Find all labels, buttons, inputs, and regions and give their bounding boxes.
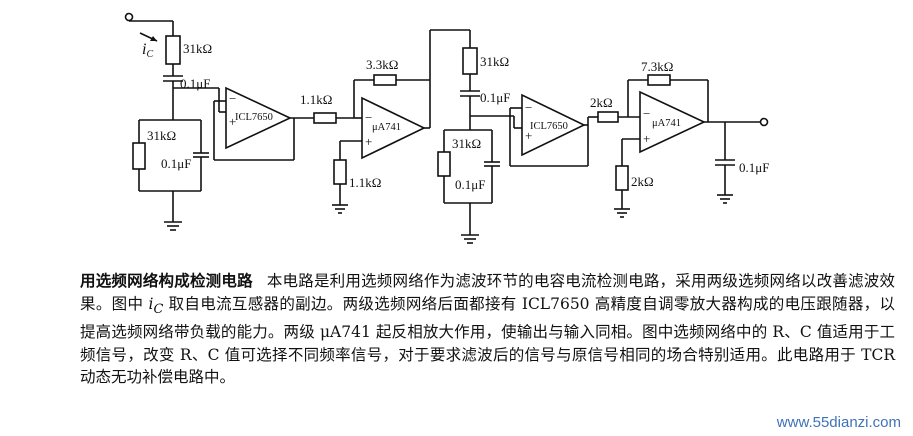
resistor-r-gnd1 — [333, 159, 347, 185]
svg-text:−: − — [229, 91, 236, 106]
label-r-shunt1: 31kΩ — [147, 128, 176, 143]
input-network-2: 31kΩ 0.1μF 31kΩ 0.1μF — [437, 47, 522, 244]
caption-title: 用选频网络构成检测电路 — [80, 272, 253, 290]
resistor-r-shunt2 — [437, 151, 451, 177]
resistor-r-top2 — [462, 47, 478, 75]
svg-text:−: − — [525, 100, 532, 115]
label-c-shunt1: 0.1μF — [161, 156, 191, 171]
resistor-r-in2 — [597, 111, 619, 123]
resistor-r-fb2 — [647, 74, 671, 86]
label-op1: ICL7650 — [235, 112, 273, 123]
interstage-wire — [429, 29, 471, 80]
resistor-r-gnd2 — [615, 165, 629, 191]
label-r-in1: 1.1kΩ — [300, 92, 332, 107]
svg-text:−: − — [365, 110, 372, 125]
resistor-r-in1 — [313, 112, 337, 124]
label-r-in2: 2kΩ — [590, 95, 613, 110]
caption-ic: iC — [148, 294, 164, 317]
label-r-top2: 31kΩ — [480, 54, 509, 69]
watermark: www.55dianzi.com — [776, 414, 901, 431]
label-r-fb2: 7.3kΩ — [641, 59, 673, 74]
label-r-top1: 31kΩ — [183, 41, 212, 56]
label-r-shunt2: 31kΩ — [452, 136, 481, 151]
input-network-1: iC 31kΩ 0.1μF 31kΩ 0.1μF — [124, 12, 232, 231]
svg-text:+: + — [229, 114, 236, 129]
resistor-r-fb1 — [373, 74, 397, 86]
label-op4: μA741 — [652, 118, 681, 129]
inverting-stage-1: 1.1kΩ 3.3kΩ − + μA741 1.1kΩ — [300, 57, 431, 214]
label-r-fb1: 3.3kΩ — [366, 57, 398, 72]
label-c-out: 0.1μF — [739, 160, 769, 175]
opamp-icl7650-1: − + ICL7650 — [213, 86, 314, 161]
label-op2: μA741 — [372, 122, 401, 133]
svg-text:+: + — [365, 134, 372, 149]
resistor-r-top1 — [165, 35, 181, 65]
ic-label: iC — [142, 41, 153, 60]
output-terminal — [759, 117, 769, 127]
caption-part-2: 取自电流互感器的副边。两级选频网络后面都接有 ICL7650 高精度自调零放大器… — [80, 294, 895, 387]
circuit-diagram: iC 31kΩ 0.1μF 31kΩ 0.1μF − + ICL7650 — [124, 12, 769, 244]
svg-text:+: + — [643, 131, 650, 146]
label-c-top2: 0.1μF — [480, 90, 510, 105]
caption-text: 用选频网络构成检测电路本电路是利用选频网络作为滤波环节的电容电流检测电路，采用两… — [80, 270, 895, 389]
opamp-icl7650-2: − + ICL7650 — [509, 93, 598, 167]
label-op3: ICL7650 — [530, 121, 568, 132]
label-r-gnd1: 1.1kΩ — [349, 175, 381, 190]
input-terminal — [124, 12, 134, 22]
resistor-r-shunt1 — [132, 142, 146, 170]
label-c-shunt2: 0.1μF — [455, 177, 485, 192]
label-r-gnd2: 2kΩ — [631, 174, 654, 189]
inverting-stage-2: 2kΩ 7.3kΩ − + μA741 2kΩ 0.1μF — [590, 59, 769, 218]
caption-part-1: 本电路是利用选频网络作为滤波环节的电容电流检测电路，采用两级选频网络以改善滤波效… — [80, 272, 895, 313]
svg-text:+: + — [525, 128, 532, 143]
svg-text:−: − — [643, 106, 650, 121]
